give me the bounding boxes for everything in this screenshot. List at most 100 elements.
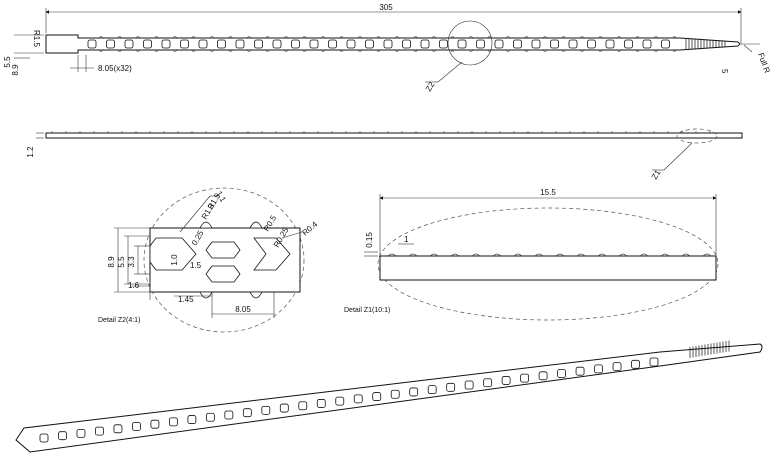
strap-notch	[228, 36, 233, 39]
z1-small-dim: 1	[404, 235, 409, 244]
strap-notch	[598, 36, 603, 39]
perspective-hole	[483, 378, 493, 388]
z1-ridges	[387, 253, 712, 257]
z1-ridge	[408, 253, 418, 257]
strap-notch	[487, 49, 492, 52]
perspective-hole	[612, 362, 622, 372]
detail-z1: 15.5 0.15 1 Detail Z1(10:1)	[344, 188, 719, 321]
strap-hole	[402, 39, 411, 49]
z1-ridge	[450, 253, 460, 257]
strap-notch	[228, 49, 233, 52]
detail-z2-caption: Detail Z2(4:1)	[98, 317, 140, 324]
perspective-hole	[279, 403, 289, 413]
perspective-hole	[520, 373, 530, 383]
strap-hole	[383, 39, 393, 49]
strap-notch	[394, 49, 400, 52]
perspective-hole	[427, 385, 437, 395]
strap-notch	[653, 49, 659, 52]
strap-notch	[339, 49, 344, 52]
strap-notch	[505, 36, 511, 39]
perspective-hole	[76, 428, 86, 438]
perspective-hole	[316, 399, 326, 408]
perspective-hole	[594, 364, 603, 374]
detail-z2: 8.9 5.5 3.3 1.6 1.0 1.5 1.45 8.05 1.1 R1…	[98, 187, 320, 333]
z2-dim-width: 8.9	[107, 256, 116, 268]
perspective-hole	[501, 376, 511, 385]
z1-ridge	[555, 253, 565, 257]
perspective-hole	[538, 371, 548, 381]
z1-height-dim: 0.15	[365, 232, 374, 248]
strap-notch	[376, 49, 381, 52]
head-radius-dim: R1.5	[32, 30, 41, 47]
strap-hole	[143, 39, 152, 49]
strap-notch	[376, 36, 381, 39]
strap-hole	[365, 39, 374, 49]
strap-hole	[87, 39, 97, 49]
strap-notch	[468, 36, 474, 39]
strap-notch	[413, 49, 418, 52]
perspective-hole	[409, 387, 419, 397]
z1-length-dim: 15.5	[540, 188, 556, 197]
strap-notch	[320, 49, 326, 52]
strap-notch	[191, 49, 196, 52]
strap-notch	[450, 49, 455, 52]
strap-notch	[431, 36, 437, 39]
top-view: 305 R1.5 5.5 8.9 8.05(x32) 5 Full R Z2	[3, 3, 772, 93]
strap-notch	[154, 36, 159, 39]
strap-hole	[124, 39, 134, 49]
tip-label: Full R	[756, 52, 772, 75]
z1-ridge	[534, 253, 544, 257]
strap-notch	[635, 36, 640, 39]
strap-notch	[579, 36, 585, 39]
strap-hole	[531, 39, 541, 49]
strap-notch	[616, 49, 622, 52]
strap-notch	[357, 49, 363, 52]
strap-hole	[624, 39, 633, 49]
perspective-view	[15, 340, 763, 453]
strap-notch	[598, 49, 603, 52]
strap-hole	[309, 39, 319, 49]
strap-notch	[672, 36, 677, 39]
strap-hole	[568, 39, 578, 49]
side-ridges	[51, 131, 711, 133]
strap-hole	[346, 39, 356, 49]
width-inner-dim: 5.5	[3, 56, 12, 68]
perspective-hole	[168, 417, 178, 427]
perspective-hole	[575, 366, 585, 376]
strap-notch	[561, 36, 566, 39]
perspective-hole	[631, 359, 640, 369]
strap-notch	[542, 49, 548, 52]
perspective-hole	[224, 410, 234, 420]
strap-notch	[672, 49, 677, 52]
perspective-hole	[113, 424, 123, 434]
thickness-dim: 1.2	[26, 146, 35, 158]
z1-ridge	[576, 253, 586, 257]
z2-dim-hole: 3.3	[127, 256, 136, 268]
perspective-hole	[335, 396, 345, 406]
z1-ridge	[618, 253, 628, 257]
strap-hole	[198, 39, 208, 49]
perspective-hole	[464, 380, 474, 390]
z2-dim-r0-4: R0.4	[301, 219, 320, 237]
strap-hole	[235, 39, 245, 49]
z1-ridge	[681, 253, 691, 257]
overall-length-dim: 305	[379, 3, 393, 12]
strap-notch	[246, 36, 252, 39]
perspective-hole	[187, 415, 197, 424]
strap-notch	[246, 49, 252, 52]
strap-notch	[283, 36, 289, 39]
side-view: 1.2 Z1	[26, 128, 743, 181]
perspective-hole	[58, 431, 67, 441]
strap-hole	[587, 39, 596, 49]
z1-ridge	[660, 253, 670, 257]
strap-notch	[524, 49, 529, 52]
z1-ridge	[387, 253, 397, 257]
strap-notch	[117, 49, 122, 52]
perspective-hole	[353, 394, 363, 404]
strap-holes	[87, 36, 677, 52]
strap-notch	[98, 36, 104, 39]
strap-notch	[302, 49, 307, 52]
tip-dim: 5	[720, 69, 729, 74]
strap-hole	[328, 39, 337, 49]
